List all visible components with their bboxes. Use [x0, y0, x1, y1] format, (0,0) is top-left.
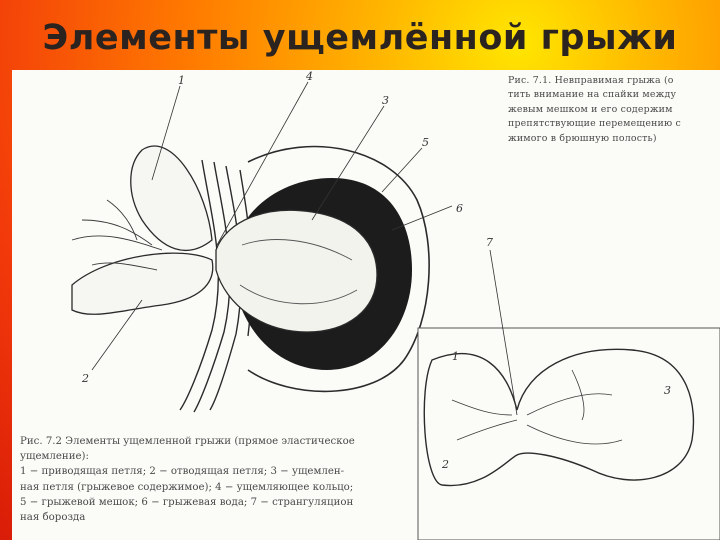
caption-fig-7-1: Рис. 7.1. Невправимая грыжа (о тить вним… [508, 74, 720, 146]
caption-fig-7-2: Рис. 7.2 Элементы ущемленной грыжи (прям… [20, 434, 412, 525]
label-5: 5 [422, 136, 429, 149]
label-1: 1 [178, 74, 185, 87]
inset-label-2: 2 [441, 458, 449, 471]
label-7: 7 [486, 236, 493, 249]
label-6: 6 [456, 202, 463, 215]
label-2: 2 [81, 372, 89, 385]
slide-title: Элементы ущемлённой грыжи [0, 18, 720, 58]
efferent-loop [72, 253, 213, 314]
strangulated-loop [216, 210, 377, 332]
figure-panel: 1 2 3 4 5 6 7 1 2 3 Рис. 7.1. Невправима… [12, 70, 720, 540]
inset-label-1: 1 [452, 350, 459, 363]
label-3: 3 [382, 94, 389, 107]
inset-frame [418, 328, 720, 540]
label-4: 4 [305, 70, 313, 83]
inset-label-3: 3 [664, 384, 671, 397]
afferent-loop [131, 146, 212, 250]
